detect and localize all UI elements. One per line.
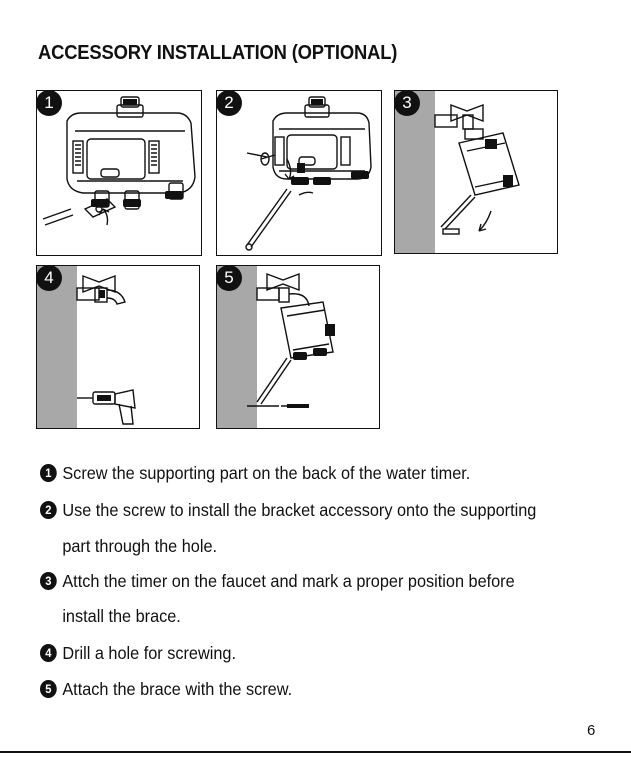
step-badge-3: 3 <box>395 91 420 116</box>
illustration-panel-1: 1 <box>36 90 202 256</box>
attach-brace-illustration <box>217 266 335 428</box>
mark-position-illustration <box>395 91 520 253</box>
bracket-install-illustration <box>245 96 372 251</box>
step-badge-2: 2 <box>217 91 242 116</box>
step-3-line-1: Attch the timer on the faucet and mark a… <box>62 571 515 591</box>
illustration-panel-5: 5 <box>216 265 380 429</box>
illustration-panel-3: 3 <box>394 90 558 254</box>
step-2-line-1: Use the screw to install the bracket acc… <box>62 500 537 520</box>
timer-back-illustration <box>42 96 196 226</box>
step-number-1: 1 <box>40 464 57 482</box>
step-badge-1: 1 <box>37 91 62 116</box>
page-title: ACCESSORY INSTALLATION (OPTIONAL) <box>38 42 398 64</box>
footer-rule <box>0 751 631 753</box>
step-badge-4: 4 <box>37 266 62 291</box>
step-2-line-2: part through the hole. <box>62 536 218 556</box>
step-1-line-1: Screw the supporting part on the back of… <box>62 463 471 483</box>
step-3-line-2: install the brace. <box>62 606 181 626</box>
illustration-panel-4: 4 <box>36 265 200 429</box>
step-number-5: 5 <box>40 680 57 698</box>
step-number-4: 4 <box>40 644 57 662</box>
step-number-3: 3 <box>40 572 57 590</box>
illustration-panel-2: 2 <box>216 90 382 256</box>
step-4-line-1: Drill a hole for screwing. <box>62 643 236 663</box>
drill-hole-illustration <box>37 266 136 428</box>
step-5-line-1: Attach the brace with the screw. <box>62 679 293 699</box>
step-number-2: 2 <box>40 501 57 519</box>
page-number: 6 <box>587 722 596 739</box>
step-badge-5: 5 <box>217 266 242 291</box>
